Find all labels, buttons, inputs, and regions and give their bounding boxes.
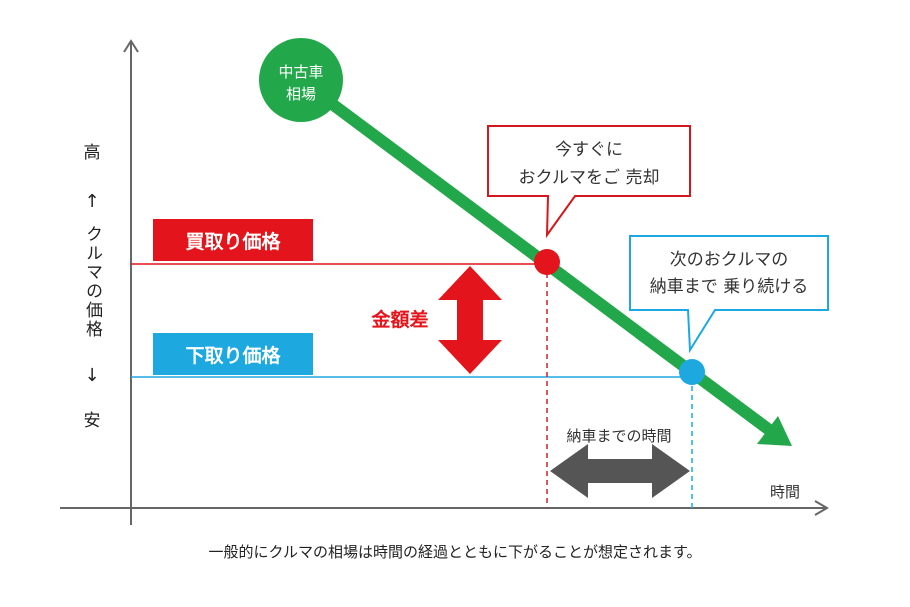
- keep-callout-line2: 納車まで 乗り続ける: [650, 277, 808, 297]
- market-circle-line2: 相場: [286, 85, 316, 103]
- gap-double-arrow: [438, 266, 502, 374]
- delivery-double-arrow: [550, 444, 690, 498]
- market-circle-line1: 中古車: [278, 63, 323, 81]
- buy-price-label: 買取り価格: [185, 230, 281, 253]
- trade-price-badge: [153, 333, 313, 375]
- sell-callout-line2: おクルマをご 売却: [519, 168, 660, 188]
- y-low-label: 安: [84, 411, 101, 431]
- trade-price-label: 下取り価格: [185, 344, 281, 367]
- keep-callout-line1: 次のおクルマの: [670, 250, 789, 270]
- buy-price-badge: [153, 219, 313, 261]
- keep-callout-box: [629, 235, 829, 354]
- sell-callout-line1: 今すぐに: [555, 140, 623, 160]
- x-axis-arrowhead: [814, 500, 829, 516]
- sell-point: [534, 249, 560, 275]
- gap-label: 金額差: [370, 308, 428, 331]
- delivery-label: 納車までの時間: [566, 427, 671, 445]
- market-circle: [259, 38, 343, 122]
- sell-callout-box: [487, 125, 691, 239]
- market-line-arrowhead: [757, 416, 792, 446]
- y-up-arrow: ↑: [84, 191, 99, 212]
- y-high-label: 高: [84, 143, 101, 163]
- y-axis-label: クルマの価格: [82, 225, 103, 339]
- y-axis-arrowhead: [123, 39, 139, 53]
- y-down-arrow: ↓: [84, 365, 99, 386]
- caption: 一般的にクルマの相場は時間の経過とともに下がることが想定されます。: [208, 543, 701, 561]
- x-axis-label: 時間: [770, 483, 800, 501]
- keep-point: [679, 359, 705, 385]
